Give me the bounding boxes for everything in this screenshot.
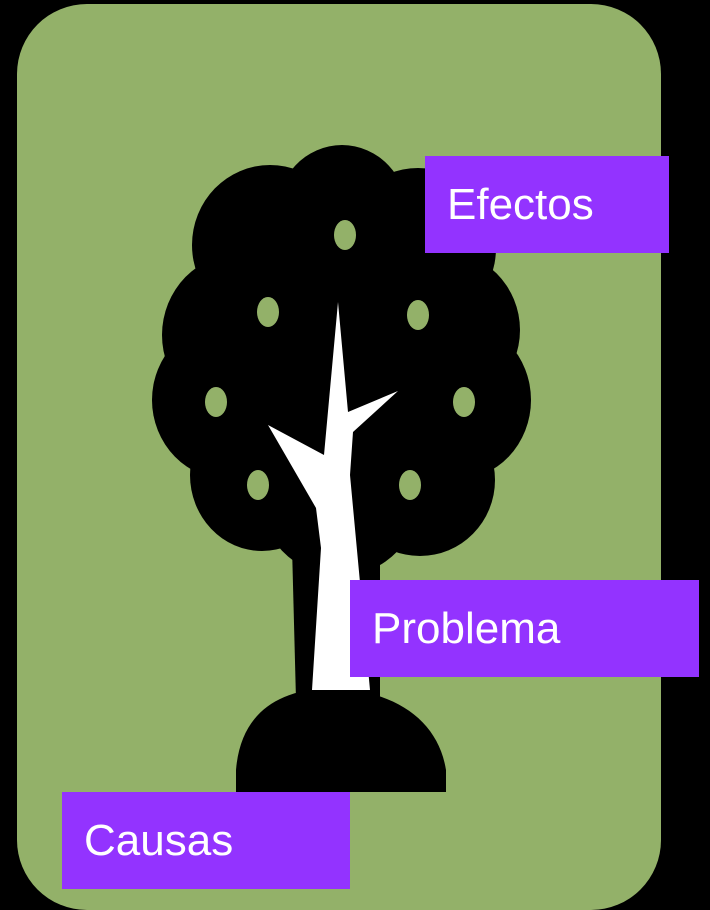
- fruit-dot: [399, 470, 421, 500]
- tree-root-mound: [236, 688, 446, 792]
- fruit-dot: [205, 387, 227, 417]
- tree-trunk: [268, 302, 398, 690]
- tree-canopy: [152, 145, 531, 576]
- fruit-dot: [407, 300, 429, 330]
- fruit-dot: [257, 297, 279, 327]
- tree-fruits: [205, 220, 475, 500]
- fruit-dot: [247, 470, 269, 500]
- fruit-dot: [334, 220, 356, 250]
- fruit-dot: [453, 387, 475, 417]
- causes-label: Causas: [62, 792, 350, 889]
- problem-label: Problema: [350, 580, 699, 677]
- effects-label: Efectos: [425, 156, 669, 253]
